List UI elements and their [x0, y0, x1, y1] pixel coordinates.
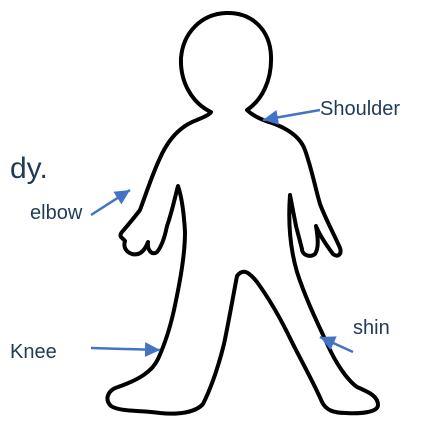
- label-elbow: elbow: [30, 202, 83, 224]
- partial-heading-text: dy.: [10, 152, 48, 185]
- arrow-knee: [91, 348, 160, 350]
- arrow-elbow: [91, 190, 130, 215]
- label-shin: shin: [353, 317, 390, 339]
- label-knee: Knee: [10, 341, 57, 363]
- body-outline: [107, 13, 378, 414]
- arrow-shin: [320, 337, 353, 352]
- label-shoulder: Shoulder: [320, 98, 400, 120]
- arrow-shoulder: [263, 110, 320, 120]
